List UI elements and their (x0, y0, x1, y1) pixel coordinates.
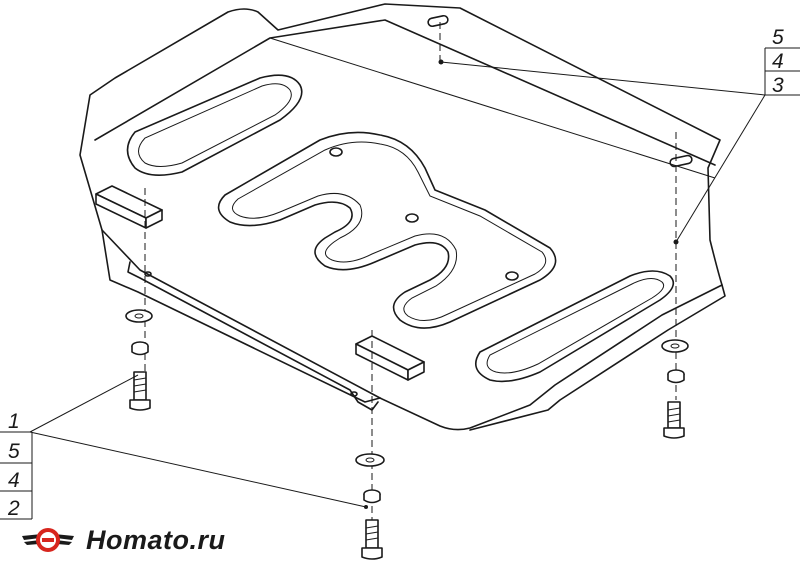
rib-2-outer (217, 131, 557, 329)
skid-plate (79, 3, 726, 431)
rib-3-inner (486, 278, 665, 374)
callout-leaders (29, 59, 766, 509)
callout-stack-lower-left: 1 5 4 2 (0, 410, 33, 520)
hole (144, 271, 152, 277)
rib-3-outer (474, 270, 675, 383)
brand-logo: Homato.ru (20, 512, 226, 568)
spacer-bracket-center (355, 335, 425, 381)
front-lip (101, 229, 381, 403)
fastener-set-center (355, 453, 385, 560)
callout-label: 4 (772, 50, 784, 73)
bend-line-top (94, 19, 716, 166)
callout-label: 5 (8, 440, 20, 463)
brand-name: Homato.ru (86, 524, 226, 555)
fastener-set-left (125, 309, 153, 411)
callout-label: 4 (8, 469, 20, 492)
bend-line-top-inner (269, 37, 716, 179)
rib-2-inner (232, 141, 547, 321)
winged-logo-icon (22, 528, 74, 552)
hole (505, 271, 519, 281)
mounting-slot (427, 14, 449, 28)
rear-right-flange (469, 284, 726, 431)
callout-label: 2 (7, 497, 20, 520)
rib-1-outer (126, 74, 303, 176)
hole (329, 147, 343, 157)
callout-label: 3 (772, 74, 784, 97)
skid-plate-outline (79, 3, 723, 431)
rib-1-inner (138, 83, 292, 167)
callout-label: 5 (772, 26, 784, 49)
fastener-set-right (661, 339, 689, 439)
callout-label: 1 (8, 410, 20, 433)
callout-stack-upper-right: 5 4 3 (764, 26, 800, 97)
hole (350, 391, 358, 397)
hole (405, 213, 419, 223)
mounting-slot (669, 154, 693, 168)
